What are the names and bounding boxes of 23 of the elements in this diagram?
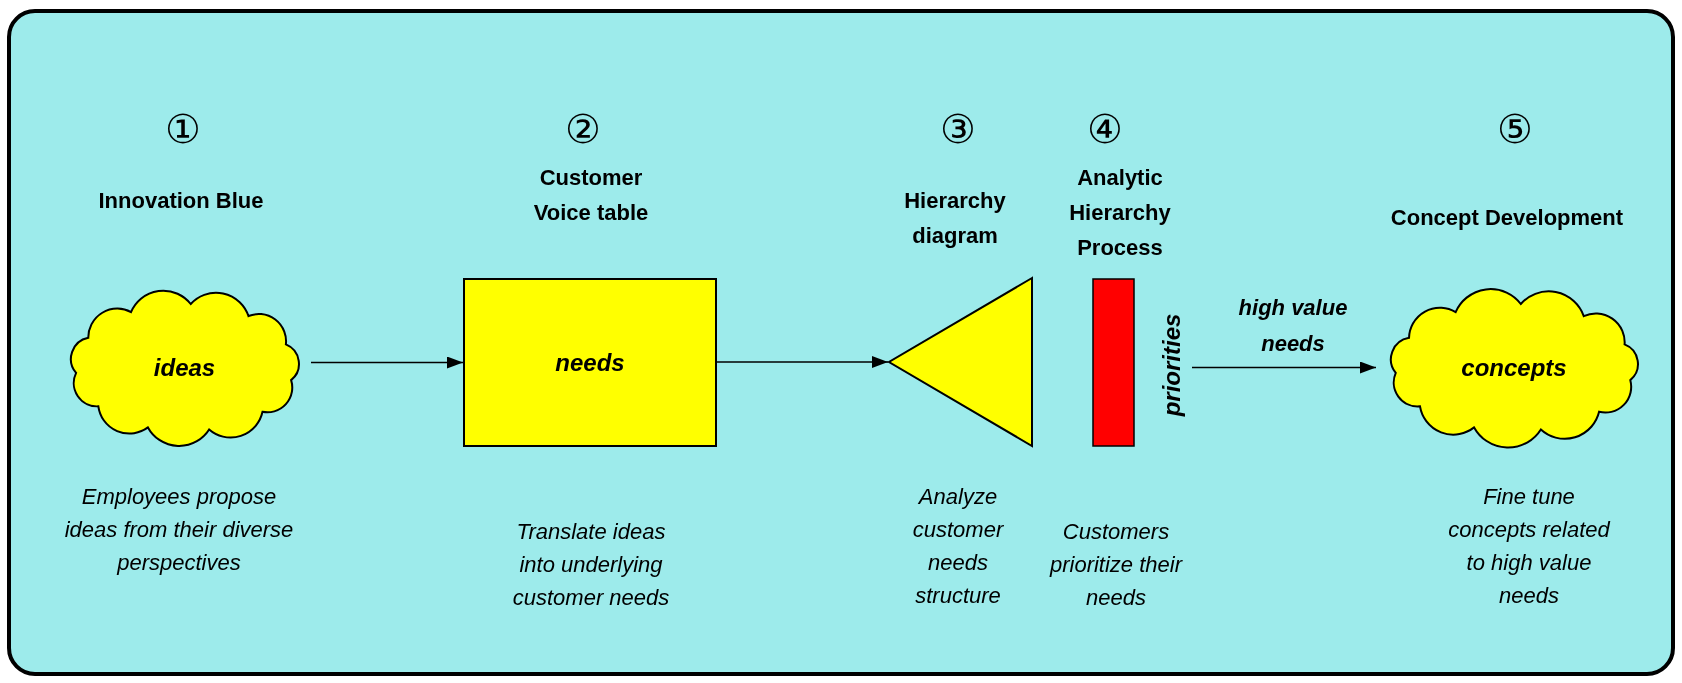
step-heading: Analytic Hierarchy Process	[1068, 164, 1172, 262]
step-description: Customers prioritize their needs	[1048, 518, 1184, 612]
vertical-label: priorities	[1157, 313, 1186, 417]
step-heading: Innovation Blue	[97, 187, 265, 215]
arrow	[310, 356, 464, 369]
step-heading: Concept Development	[1389, 204, 1625, 232]
step-description: Analyze customer needs structure	[911, 483, 1005, 610]
step-heading: Customer Voice table	[533, 164, 649, 227]
step-number: ②	[565, 106, 601, 152]
arrow	[716, 356, 889, 368]
shape-label: needs	[555, 347, 625, 378]
arrow	[1191, 361, 1377, 374]
step-number: ①	[165, 106, 201, 152]
shape-label: ideas	[153, 352, 216, 383]
step-description: Fine tune concepts related to high value needs	[1447, 483, 1612, 610]
step-description: Employees propose ideas from their diverse perspectives	[63, 483, 295, 577]
edge-label: high value needs	[1237, 294, 1349, 358]
step-number: ③	[940, 106, 976, 152]
shape-label: concepts	[1461, 352, 1567, 383]
step-number: ⑤	[1497, 106, 1533, 152]
step-description: Translate ideas into underlying customer needs	[511, 518, 671, 612]
step-heading: Hierarchy diagram	[903, 187, 1007, 250]
step-number: ④	[1087, 106, 1123, 152]
